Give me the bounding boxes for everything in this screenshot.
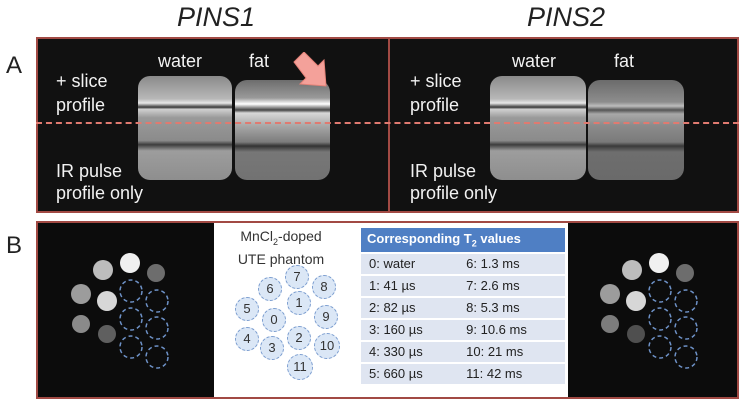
label-fat-right: fat [614,51,635,71]
table-cell: 9: 10.6 ms [458,319,565,340]
label-fat-left: fat [249,51,270,71]
title-pins1: PINS1 [176,2,256,32]
label-ir-line2-left: profile only [56,183,144,203]
phantom-title-line1: MnCl2-doped [240,228,322,247]
table-cell: 2: 82 µs [361,297,459,318]
label-ir-line1-right: IR pulse [410,161,477,181]
phantom-circle-5: 5 [235,297,259,321]
label-slice-line1-right: + slice [410,71,462,91]
t2-table-header: Corresponding T2 values [361,228,565,252]
label-ir-line2-right: profile only [410,183,498,203]
table-cell: 6: 1.3 ms [458,253,565,274]
water-sample-left [138,76,232,180]
table-cell: 8: 5.3 ms [458,297,565,318]
panel-a-divider [388,37,390,213]
row-label-b: B [6,232,23,259]
phantom-circle-2: 2 [287,326,311,350]
fat-sample-left [235,80,330,180]
phantom-image-right [568,223,737,397]
phantom-circle-7: 7 [285,265,309,289]
label-ir-line1-left: IR pulse [56,161,123,181]
title-pins2: PINS2 [526,2,606,32]
phantom-circle-6: 6 [258,277,282,301]
table-cell: 10: 21 ms [458,341,565,362]
phantom-circle-8: 8 [312,275,336,299]
label-water-right: water [512,51,557,71]
table-cell: 1: 41 µs [361,275,459,296]
phantom-title: MnCl2-doped UTE phantom [226,228,336,268]
arrow-icon [290,51,330,92]
table-cell: 4: 330 µs [361,341,459,362]
fat-sample-right [588,80,684,180]
phantom-circle-0: 0 [262,308,286,332]
phantom-circle-11: 11 [287,354,313,380]
phantom-circle-9: 9 [314,305,338,329]
table-cell: 0: water [361,253,459,274]
label-slice-line1-left: + slice [56,71,108,91]
label-slice-line2-left: profile [56,95,106,115]
table-cell: 7: 2.6 ms [458,275,565,296]
phantom-circle-4: 4 [235,327,259,351]
dashed-divider-line [36,122,739,124]
label-slice-line2-right: profile [410,95,460,115]
label-water-left: water [158,51,203,71]
water-sample-right [490,76,586,180]
phantom-title-line2: UTE phantom [237,250,325,267]
table-cell: 5: 660 µs [361,363,459,384]
phantom-image-left [38,223,214,397]
table-cell: 11: 42 ms [458,363,565,384]
row-label-a: A [6,52,23,79]
phantom-circle-1: 1 [287,291,311,315]
table-cell: 3: 160 µs [361,319,459,340]
phantom-circle-10: 10 [314,333,340,359]
phantom-circle-3: 3 [260,336,284,360]
t2-table-header-row: Corresponding T2 values [361,228,565,252]
